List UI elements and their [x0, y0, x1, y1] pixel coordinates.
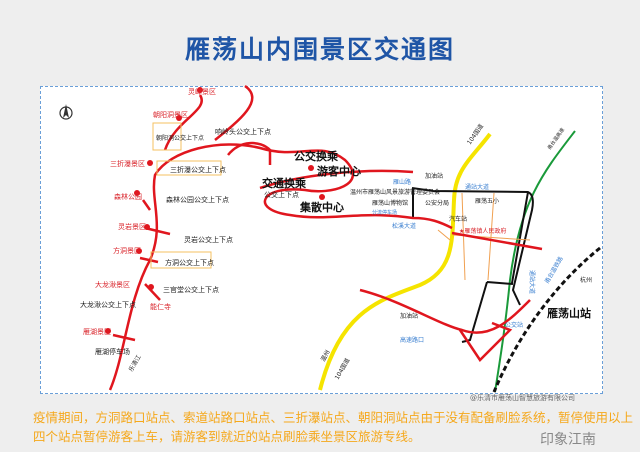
hub-visitor-center: 游客中心	[317, 164, 361, 178]
stop-sanzhe: 三折瀑公交上下点	[170, 165, 226, 174]
spot-chaoyang: 朝阳洞景区	[153, 110, 188, 119]
stop-fangdong: 方洞公交上下点	[165, 258, 214, 267]
spot-markers	[105, 87, 325, 334]
highway-104	[318, 132, 492, 391]
place-committee: 温州市雁荡山风景旅游管理委员会	[350, 188, 440, 196]
stop-chaoyang: 朝阳洞公交上下点	[156, 134, 204, 142]
gas-station-2: 加油站	[400, 312, 418, 320]
watermark: 印象江南	[540, 432, 596, 448]
spot-lingfeng: 灵峰景区	[188, 87, 216, 96]
north-arrow-icon	[59, 104, 73, 120]
road-yanshan: 雁山路	[393, 178, 411, 186]
map-frame	[40, 86, 603, 394]
epidemic-notice: 疫情期间，方洞路口站点、索道站路口站点、三折瀑站点、朝阳洞站点由于没有配备刷脸系…	[33, 410, 634, 444]
place-gov: ★雁荡镇人民政府	[459, 227, 506, 235]
place-school: 雁荡五小	[475, 197, 499, 205]
copyright: @乐清市雁荡山智慧旅游有限公司	[470, 394, 575, 402]
spot-lingyan: 灵岩景区	[118, 222, 146, 231]
hub-transfer-b-sub: 公交上下点	[264, 190, 299, 199]
hub-transfer: 公交换乘	[294, 149, 339, 163]
railway	[492, 246, 601, 393]
road-tongzhan-v: 通站大道	[528, 270, 536, 294]
road-tongzhan: 通站大道	[465, 183, 489, 191]
page-title: 雁荡山内围景区交通图	[184, 35, 455, 64]
place-museum: 雁荡山博物馆	[372, 199, 408, 207]
to-lejiang: 乐清江	[127, 353, 143, 373]
place-police: 公安分局	[425, 199, 449, 207]
spot-fangdong: 方洞景区	[113, 246, 141, 255]
town-road	[411, 187, 534, 343]
railway-label: 甬台温铁路	[543, 255, 565, 285]
highlight-boxes	[150, 122, 222, 269]
road-gaosu: 高速路口	[400, 336, 424, 344]
stop-dalongqiu: 大龙湫公交上下点	[80, 300, 136, 309]
parking-label: 分流停车场	[372, 209, 397, 216]
stop-forest: 森林公园公交上下点	[166, 195, 229, 204]
local-roads	[437, 192, 531, 281]
place-train-station: 雁荡山站	[547, 306, 591, 320]
hub-transfer-b: 交通换乘	[262, 176, 307, 190]
road-104-south: 104国道	[333, 357, 352, 381]
scenic-roads	[108, 84, 543, 391]
stop-sanguantang: 三官堂公交上下点	[163, 285, 219, 294]
stop-xianglingtou: 响岭头公交上下点	[215, 127, 271, 136]
place-bus-stop: 公交站	[505, 321, 523, 329]
hub-dispersal: 集散中心	[299, 200, 344, 214]
expressway	[494, 130, 576, 393]
road-songxi: 松溪大道	[392, 222, 416, 230]
stop-yanhu-parking: 雁湖停车场	[95, 347, 130, 356]
spot-sanzhe: 三折瀑景区	[110, 159, 145, 168]
spot-yanhu: 雁湖景区	[83, 327, 111, 336]
place-bus-station: 汽车站	[449, 215, 467, 223]
to-hangzhou: 杭州	[580, 276, 592, 284]
gas-station-1: 加油站	[425, 172, 443, 180]
spot-forest: 森林公园	[114, 192, 142, 201]
spot-nengren: 能仁寺	[150, 302, 171, 311]
stop-lingyan: 灵岩公交上下点	[184, 235, 233, 244]
spot-dalongqiu: 大龙湫景区	[95, 280, 130, 289]
